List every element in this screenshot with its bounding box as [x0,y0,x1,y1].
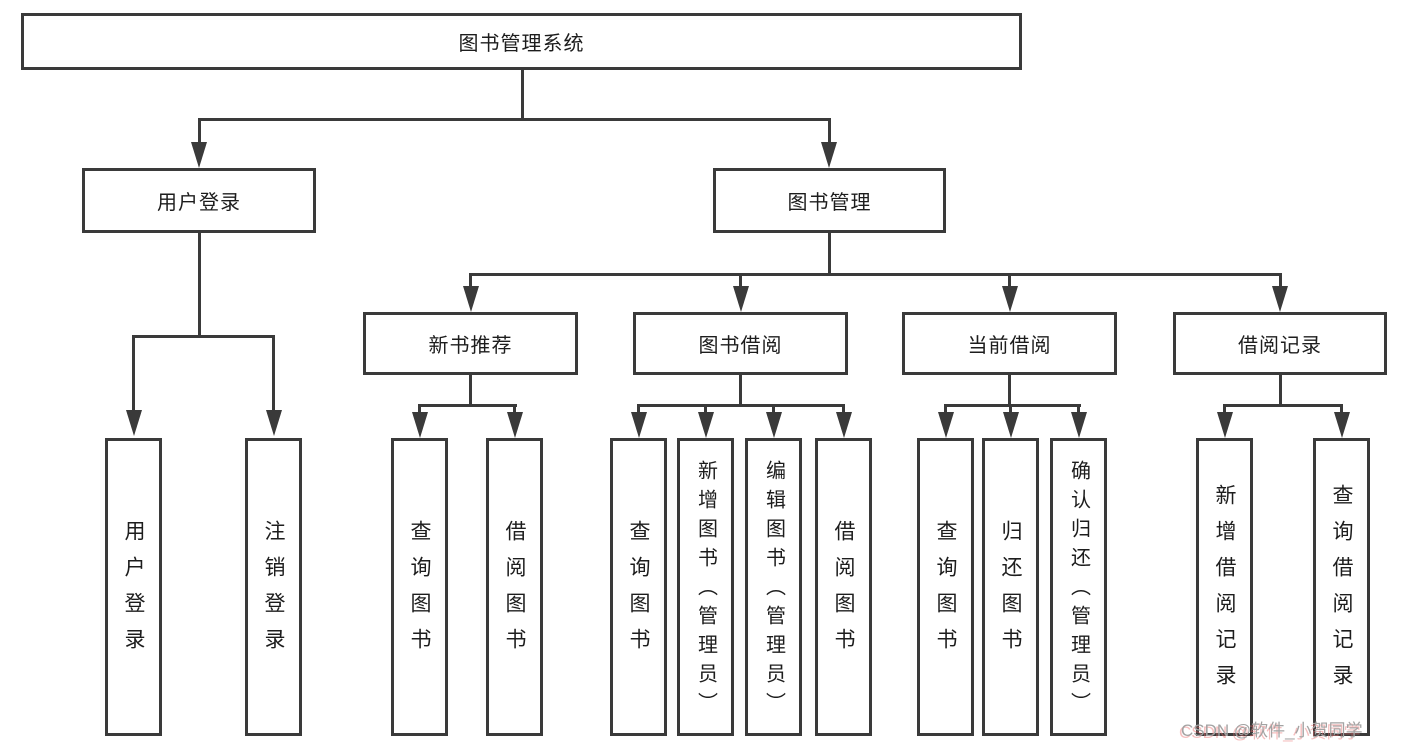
arrow-down-icon [631,412,647,438]
csdn-watermark: CSDN @软件_小贺同学 [1181,721,1363,740]
node-user-login-branch: 用户登录 [82,168,316,233]
leaf-add-books-admin: 新增图书（管理员） [677,438,734,736]
arrow-down-icon [1217,412,1233,438]
arrow-down-icon [836,412,852,438]
leaf-query-borrow-record: 查询借阅记录 [1313,438,1370,736]
connector-line [1009,404,1012,414]
connector-line [469,375,472,406]
connector-line [842,404,845,414]
connector-line [739,375,742,406]
connector-line [739,273,742,288]
leaf-query-books-recommend: 查询图书 [391,438,448,736]
connector-line [1008,273,1011,288]
connector-line [772,404,775,414]
leaf-logout: 注销登录 [245,438,302,736]
connector-line [828,118,831,144]
connector-line [1340,404,1343,414]
connector-line [132,335,135,412]
connector-line [132,335,275,338]
arrow-down-icon [191,142,207,168]
connector-line [1279,375,1282,406]
arrow-down-icon [766,412,782,438]
connector-line [637,404,640,414]
arrow-down-icon [507,412,523,438]
connector-line [828,233,831,275]
connector-line [418,404,517,407]
arrow-down-icon [733,286,749,312]
node-book-management-branch: 图书管理 [713,168,946,233]
arrow-down-icon [698,412,714,438]
connector-line [1223,404,1226,414]
leaf-query-books-borrowing: 查询图书 [610,438,667,736]
arrow-down-icon [1002,286,1018,312]
arrow-down-icon [1334,412,1350,438]
arrow-down-icon [1071,412,1087,438]
leaf-borrow-books: 借阅图书 [815,438,872,736]
arrow-down-icon [126,410,142,436]
node-book-borrowing: 图书借阅 [633,312,848,375]
node-borrowing-records: 借阅记录 [1173,312,1387,375]
node-library-management-system: 图书管理系统 [21,13,1022,70]
connector-line [1223,404,1343,407]
connector-line [1077,404,1080,414]
leaf-query-books-current: 查询图书 [917,438,974,736]
connector-line [944,404,947,414]
arrow-down-icon [412,412,428,438]
connector-line [469,273,472,288]
connector-line [272,335,275,412]
arrow-down-icon [266,410,282,436]
connector-line [1008,375,1011,406]
leaf-edit-books-admin: 编辑图书（管理员） [745,438,802,736]
arrow-down-icon [1003,412,1019,438]
leaf-confirm-return-admin: 确认归还（管理员） [1050,438,1107,736]
arrow-down-icon [938,412,954,438]
node-new-book-recommend: 新书推荐 [363,312,578,375]
connector-line [418,404,421,414]
connector-line [944,404,1081,407]
arrow-down-icon [1272,286,1288,312]
node-current-borrowing: 当前借阅 [902,312,1117,375]
connector-line [1279,273,1282,288]
connector-line [521,68,524,120]
connector-line [637,404,845,407]
connector-line [198,233,201,337]
arrow-down-icon [463,286,479,312]
leaf-add-borrow-record: 新增借阅记录 [1196,438,1253,736]
leaf-return-books: 归还图书 [982,438,1039,736]
connector-line [469,273,1282,276]
connector-line [198,118,831,121]
connector-line [704,404,707,414]
leaf-user-login: 用户登录 [105,438,162,736]
leaf-borrow-books-recommend: 借阅图书 [486,438,543,736]
arrow-down-icon [821,142,837,168]
connector-line [513,404,516,414]
connector-line [198,118,201,144]
